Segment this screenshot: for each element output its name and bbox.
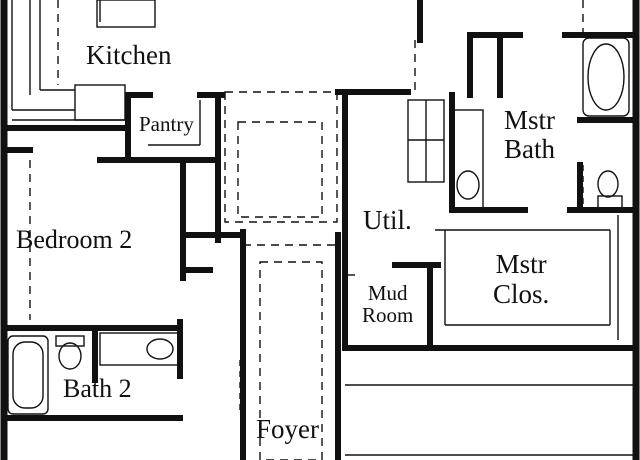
master-sink <box>456 170 480 200</box>
bath2-tub <box>7 335 49 415</box>
room-label-bath-2: Bath 2 <box>63 374 132 403</box>
master-tub-basin <box>587 43 625 111</box>
fixtures <box>7 37 630 415</box>
master-tub <box>582 37 630 117</box>
bath2-tub-basin <box>12 341 44 409</box>
room-label-foyer: Foyer <box>256 414 319 444</box>
room-label-mud-room: Mud Room <box>362 282 413 326</box>
interior-walls <box>3 0 639 460</box>
master-closet-line1: Mstr <box>495 249 547 279</box>
bath2-toilet-tank <box>55 335 85 347</box>
master-closet-line2: Clos. <box>493 278 550 309</box>
room-label-pantry: Pantry <box>139 112 194 136</box>
room-label-bedroom-2: Bedroom 2 <box>16 225 133 254</box>
master-toilet-bowl <box>597 170 619 198</box>
mud-room-line1: Mud <box>367 281 408 305</box>
room-label-util: Util. <box>363 205 412 235</box>
master-bath-line1: Mstr <box>504 105 556 135</box>
master-toilet-tank <box>597 195 623 209</box>
mud-room-line2: Room <box>362 303 414 328</box>
room-label-master-bath: Mstr Bath <box>504 105 556 165</box>
thin-lines <box>11 0 636 460</box>
room-label-master-closet: Mstr Clos. <box>493 249 550 309</box>
room-label-kitchen: Kitchen <box>86 40 172 70</box>
bath2-sink <box>146 338 174 360</box>
bath2-toilet-bowl <box>58 342 82 370</box>
master-bath-line2: Bath <box>504 134 555 165</box>
